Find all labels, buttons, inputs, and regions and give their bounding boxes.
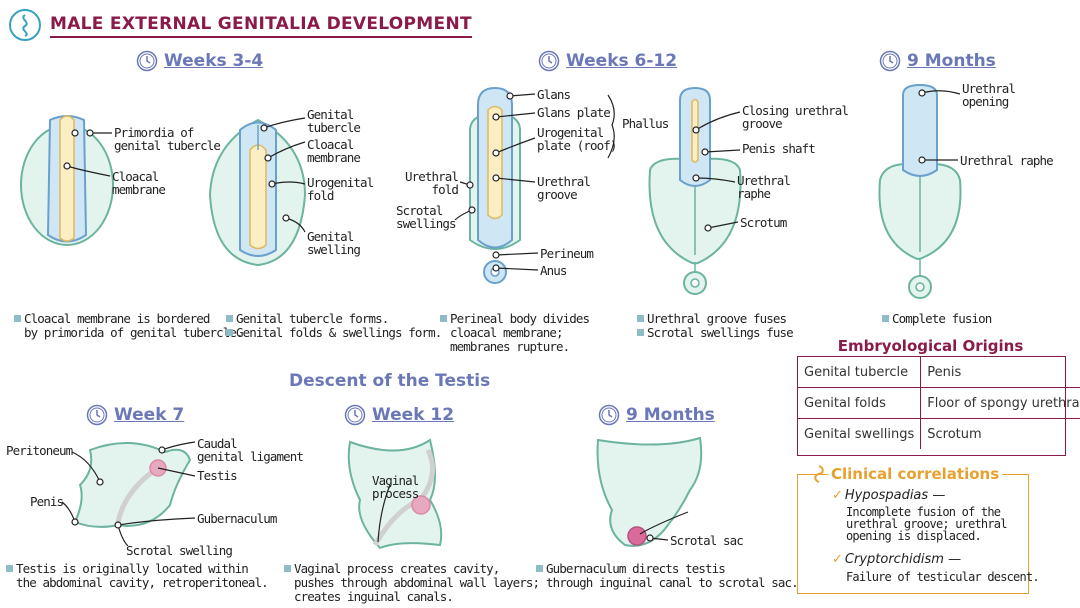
label-scrotal-sac: Scrotal sac bbox=[670, 533, 744, 548]
stage5-embryo bbox=[878, 83, 962, 299]
label-glans-plate: Glans plate bbox=[537, 105, 611, 120]
label-scrotal-swelling: Scrotal swelling bbox=[126, 543, 233, 558]
label-phallus: Phallus bbox=[622, 116, 669, 131]
clinical-term-hypospadias: ✓Hypospadias — bbox=[832, 488, 946, 503]
stage-weeks-6-12: Weeks 6-12 bbox=[538, 50, 677, 72]
clinical-desc-cryptorchidism: Failure of testicular descent. bbox=[846, 570, 1040, 584]
stage-week-7: Week 7 bbox=[86, 404, 184, 426]
page-title: MALE EXTERNAL GENITALIA DEVELOPMENT bbox=[50, 14, 472, 38]
check-icon: ✓ bbox=[832, 488, 843, 503]
label-anus: Anus bbox=[540, 263, 567, 278]
stage1-embryo bbox=[20, 115, 114, 246]
check-icon: ✓ bbox=[832, 552, 843, 567]
app-logo-icon bbox=[9, 9, 41, 41]
descent-week7 bbox=[73, 441, 192, 528]
stage-week-12: Week 12 bbox=[344, 404, 454, 426]
note-descent2: Vaginal process creates cavity,pushes th… bbox=[284, 562, 540, 604]
stage2-embryo bbox=[208, 118, 307, 267]
descent-9-months bbox=[596, 436, 703, 547]
clock-icon bbox=[136, 50, 158, 72]
label-perineum: Perineum bbox=[540, 246, 594, 261]
clinical-term-cryptorchidism: ✓Cryptorchidism — bbox=[832, 552, 962, 567]
clock-icon bbox=[86, 404, 108, 426]
label-urethral-raphe-2: Urethral raphe bbox=[960, 153, 1054, 168]
label-penis: Penis bbox=[30, 494, 64, 509]
note-stage5: Complete fusion bbox=[882, 312, 992, 326]
development-illustrations bbox=[20, 83, 962, 299]
label-glans: Glans bbox=[537, 87, 571, 102]
note-stage2: Genital tubercle forms.Genital folds & s… bbox=[226, 312, 442, 340]
label-penis-shaft: Penis shaft bbox=[742, 141, 816, 156]
descent-title: Descent of the Testis bbox=[289, 371, 491, 391]
stage-descent-9-months: 9 Months bbox=[598, 404, 715, 426]
clock-icon bbox=[598, 404, 620, 426]
stage-9-months: 9 Months bbox=[879, 50, 996, 72]
label-gubernaculum: Gubernaculum bbox=[197, 511, 277, 526]
clock-icon bbox=[344, 404, 366, 426]
label-scrotum: Scrotum bbox=[740, 215, 787, 230]
descent-week12 bbox=[347, 438, 443, 550]
label-testis: Testis bbox=[197, 468, 238, 483]
label-peritoneum: Peritoneum bbox=[6, 443, 73, 458]
descent-illustrations bbox=[61, 436, 703, 550]
clock-icon bbox=[538, 50, 560, 72]
stage4-embryo bbox=[648, 86, 742, 295]
hook-icon bbox=[814, 465, 824, 483]
clinical-title: Clinical correlations bbox=[828, 465, 1003, 483]
origins-title: Embryological Origins bbox=[837, 337, 1024, 355]
stage-weeks-3-4: Weeks 3-4 bbox=[136, 50, 263, 72]
clock-icon bbox=[879, 50, 901, 72]
